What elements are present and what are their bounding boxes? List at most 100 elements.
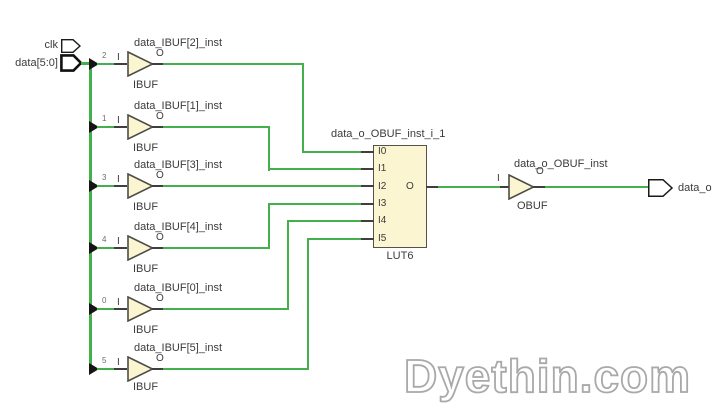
ibuf-cell-type: IBUF <box>133 201 159 213</box>
net-ibuf2-to-i0[interactable] <box>302 151 364 153</box>
pin-stub <box>114 185 127 187</box>
watermark: Dyethin.com <box>403 349 691 403</box>
pin-stub <box>114 126 127 128</box>
ibuf-cell-type: IBUF <box>133 263 159 275</box>
ibuf-out-pin-label: O <box>156 170 164 181</box>
net-ibuf0-to-i4[interactable] <box>287 220 364 222</box>
net-lut-to-obuf[interactable] <box>438 186 501 188</box>
net-data-bus-h[interactable] <box>81 62 92 65</box>
net-ibuf5-h[interactable] <box>163 368 309 370</box>
ibuf-in-pin-label: I <box>117 52 120 63</box>
pin-stub <box>361 168 374 170</box>
pin-stub <box>152 247 163 249</box>
net-ibuf0-h[interactable] <box>163 308 289 310</box>
bus-tap-arrow-icon <box>89 121 99 133</box>
pin-stub <box>361 220 374 222</box>
pin-stub <box>114 308 127 310</box>
clk-port-label: clk <box>44 39 58 51</box>
ibuf-instance-title: data_IBUF[0]_inst <box>134 282 223 294</box>
pin-stub <box>114 247 127 249</box>
pin-stub <box>152 63 163 65</box>
obuf-in-pin-label: I <box>497 173 500 184</box>
lut-instance-title: data_o_OBUF_inst_i_1 <box>331 128 446 140</box>
net-tap[interactable] <box>97 126 115 128</box>
lut6-cell[interactable] <box>373 145 427 248</box>
net-tap[interactable] <box>97 368 115 370</box>
pin-stub <box>152 185 163 187</box>
lut-pin-i5: I5 <box>378 233 387 244</box>
net-tap[interactable] <box>97 247 115 249</box>
net-tap[interactable] <box>97 63 115 65</box>
lut-pin-i2: I2 <box>378 181 387 192</box>
pin-stub <box>426 186 439 188</box>
ibuf-cell-3[interactable] <box>127 173 154 199</box>
data-bus-port-label: data[5:0] <box>15 57 58 69</box>
pin-stub <box>533 186 545 188</box>
ibuf-in-pin-label: I <box>117 297 120 308</box>
pin-stub <box>500 186 509 188</box>
ibuf-in-pin-label: I <box>117 236 120 247</box>
ibuf-cell-5[interactable] <box>127 356 154 382</box>
watermark-text: Dyethin.com <box>404 350 691 402</box>
ibuf-cell-type: IBUF <box>133 142 159 154</box>
net-ibuf5-v[interactable] <box>307 238 309 370</box>
bus-tap-arrow-icon <box>89 363 99 375</box>
ibuf-cell-0[interactable] <box>127 296 154 322</box>
net-ibuf4-v[interactable] <box>268 203 270 249</box>
ibuf-out-pin-label: O <box>156 353 164 364</box>
ibuf-cell-type: IBUF <box>133 79 159 91</box>
pin-stub <box>361 238 374 240</box>
bus-bit-index: 5 <box>102 356 107 365</box>
obuf-instance-title: data_o_OBUF_inst <box>514 158 608 170</box>
ibuf-out-pin-label: O <box>156 111 164 122</box>
pin-stub <box>361 203 374 205</box>
net-ibuf1-to-i1[interactable] <box>268 168 364 170</box>
pin-stub <box>152 368 163 370</box>
data-out-port-icon[interactable] <box>648 179 674 197</box>
lut-cell-type: LUT6 <box>386 250 414 262</box>
bus-bit-index: 3 <box>102 173 107 182</box>
pin-stub <box>114 63 127 65</box>
net-ibuf0-v[interactable] <box>287 220 289 310</box>
lut-pin-i1: I1 <box>378 163 387 174</box>
pin-stub <box>152 308 163 310</box>
ibuf-out-pin-label: O <box>156 232 164 243</box>
ibuf-cell-1[interactable] <box>127 114 154 140</box>
ibuf-out-pin-label: O <box>156 293 164 304</box>
ibuf-in-pin-label: I <box>117 115 120 126</box>
data-bus-port-icon[interactable] <box>60 54 83 72</box>
bus-bit-index: 0 <box>102 296 107 305</box>
data-out-port-label: data_o <box>678 182 712 194</box>
net-tap[interactable] <box>97 185 115 187</box>
net-data-bus-v[interactable] <box>89 62 92 370</box>
obuf-out-pin-label: O <box>536 166 544 177</box>
ibuf-in-pin-label: I <box>117 174 120 185</box>
net-ibuf4-to-i3[interactable] <box>268 203 364 205</box>
net-ibuf5-to-i5[interactable] <box>307 238 364 240</box>
net-ibuf1-h[interactable] <box>163 126 270 128</box>
pin-stub <box>361 185 374 187</box>
net-ibuf2-h[interactable] <box>163 63 304 65</box>
ibuf-cell-2[interactable] <box>127 51 154 77</box>
ibuf-instance-title: data_IBUF[3]_inst <box>134 159 223 171</box>
bus-bit-index: 2 <box>102 51 107 60</box>
bus-tap-arrow-icon <box>89 58 99 70</box>
net-ibuf1-v[interactable] <box>268 126 270 171</box>
net-ibuf3-to-i2[interactable] <box>163 185 364 187</box>
net-ibuf2-v[interactable] <box>302 63 304 153</box>
ibuf-cell-type: IBUF <box>133 324 159 336</box>
ibuf-cell-4[interactable] <box>127 235 154 261</box>
ibuf-instance-title: data_IBUF[5]_inst <box>134 342 223 354</box>
bus-tap-arrow-icon <box>89 242 99 254</box>
net-obuf-to-port[interactable] <box>545 186 649 188</box>
net-ibuf4-h[interactable] <box>163 247 270 249</box>
bus-bit-index: 4 <box>102 235 107 244</box>
ibuf-instance-title: data_IBUF[4]_inst <box>134 221 223 233</box>
bus-tap-arrow-icon <box>89 303 99 315</box>
clk-port-icon[interactable] <box>61 39 81 53</box>
obuf-cell[interactable] <box>508 174 535 200</box>
net-tap[interactable] <box>97 308 115 310</box>
pin-stub <box>152 126 163 128</box>
bus-bit-index: 1 <box>102 114 107 123</box>
